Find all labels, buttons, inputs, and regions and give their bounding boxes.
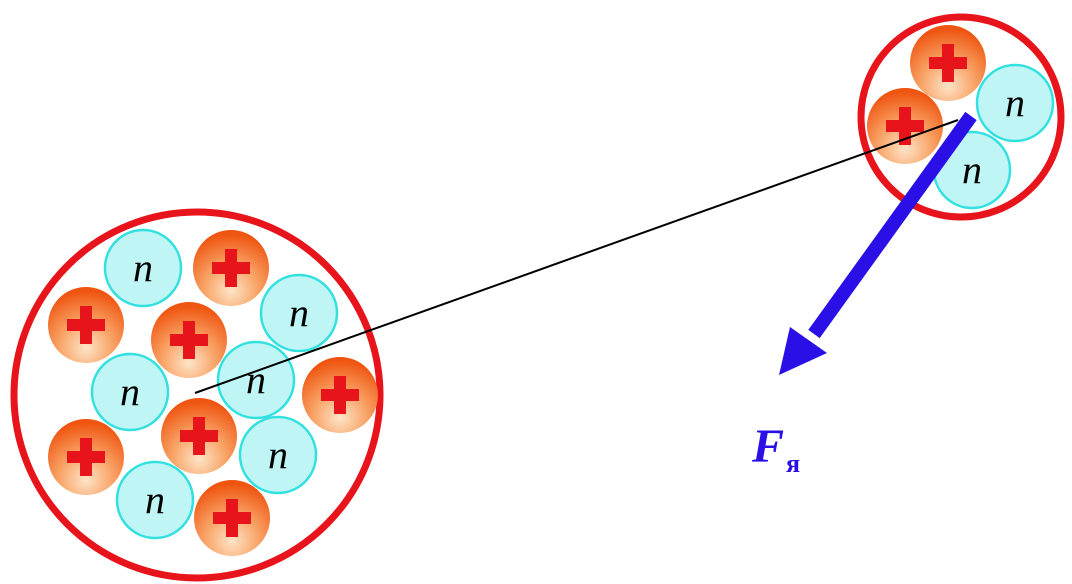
plus-icon	[929, 44, 967, 82]
force-label-subscript: я	[786, 449, 800, 478]
plus-icon	[67, 438, 105, 476]
neutron-label: n	[133, 245, 153, 290]
plus-icon	[212, 249, 250, 287]
neutron-label: n	[962, 147, 982, 192]
large-nucleus-outline	[10, 208, 384, 582]
proton	[48, 287, 124, 363]
force-arrow	[779, 111, 977, 375]
neutron-label: n	[289, 290, 309, 335]
force-label-main: F	[751, 420, 784, 473]
proton	[910, 25, 986, 101]
proton	[867, 88, 943, 164]
neutron-label: n	[246, 357, 266, 402]
neutron-label: n	[268, 432, 288, 477]
neutron: n	[259, 273, 339, 353]
proton	[193, 230, 269, 306]
plus-icon	[170, 321, 208, 359]
plus-icon	[180, 417, 218, 455]
force-label: Fя	[751, 420, 800, 478]
neutron-label: n	[1005, 80, 1025, 125]
proton	[161, 398, 237, 474]
small-nucleus-outline	[857, 13, 1065, 221]
proton	[151, 302, 227, 378]
plus-icon	[886, 107, 924, 145]
neutron: n	[216, 340, 296, 420]
neutron-label: n	[145, 477, 165, 522]
neutron: n	[975, 63, 1055, 143]
proton	[48, 419, 124, 495]
neutron: n	[238, 415, 318, 495]
proton	[194, 480, 270, 556]
plus-icon	[213, 499, 251, 537]
plus-icon	[321, 376, 359, 414]
connector-line	[194, 119, 959, 394]
plus-icon	[67, 306, 105, 344]
neutron: n	[90, 352, 170, 432]
neutron: n	[115, 460, 195, 540]
neutron: n	[103, 228, 183, 308]
proton	[302, 357, 378, 433]
neutron-label: n	[120, 369, 140, 414]
